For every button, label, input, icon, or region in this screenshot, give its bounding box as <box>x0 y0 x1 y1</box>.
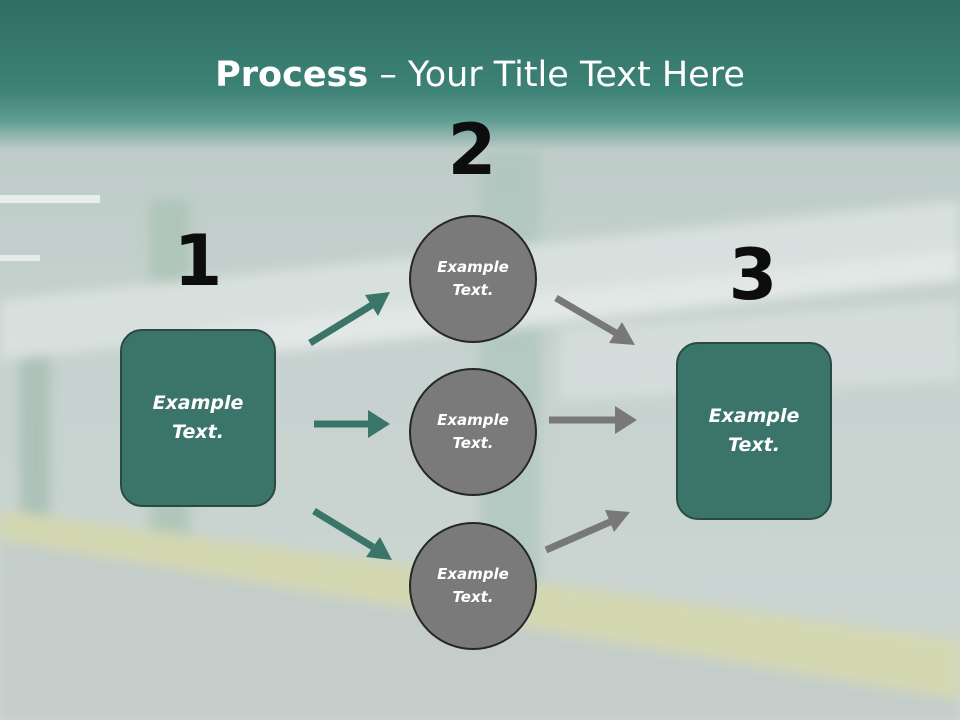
arrow-gray-down <box>554 294 635 345</box>
arrow-gray-right <box>549 406 637 434</box>
left-box-text: Example Text. <box>152 392 244 443</box>
arrow-gray-up <box>544 510 630 554</box>
step-number-1: 1 <box>173 220 223 302</box>
arrow-teal-down <box>312 508 392 560</box>
circle-middle: Example Text. <box>409 368 537 496</box>
arrow-teal-up <box>308 292 390 346</box>
circle-top-text: Example Text. <box>437 258 509 299</box>
arrow-teal-right <box>314 410 390 438</box>
step-number-3: 3 <box>728 234 778 316</box>
right-box-text: Example Text. <box>708 405 800 456</box>
page-title: Process – Your Title Text Here <box>0 52 960 98</box>
circle-top: Example Text. <box>409 215 537 343</box>
title-bar <box>0 0 960 150</box>
right-box: Example Text. <box>676 342 832 520</box>
title-strong: Process <box>215 55 369 95</box>
circle-bottom: Example Text. <box>409 522 537 650</box>
step-number-2: 2 <box>447 109 497 191</box>
left-box: Example Text. <box>120 329 276 507</box>
title-rest: – Your Title Text Here <box>368 55 745 95</box>
circle-middle-text: Example Text. <box>437 411 509 452</box>
circle-bottom-text: Example Text. <box>437 565 509 606</box>
